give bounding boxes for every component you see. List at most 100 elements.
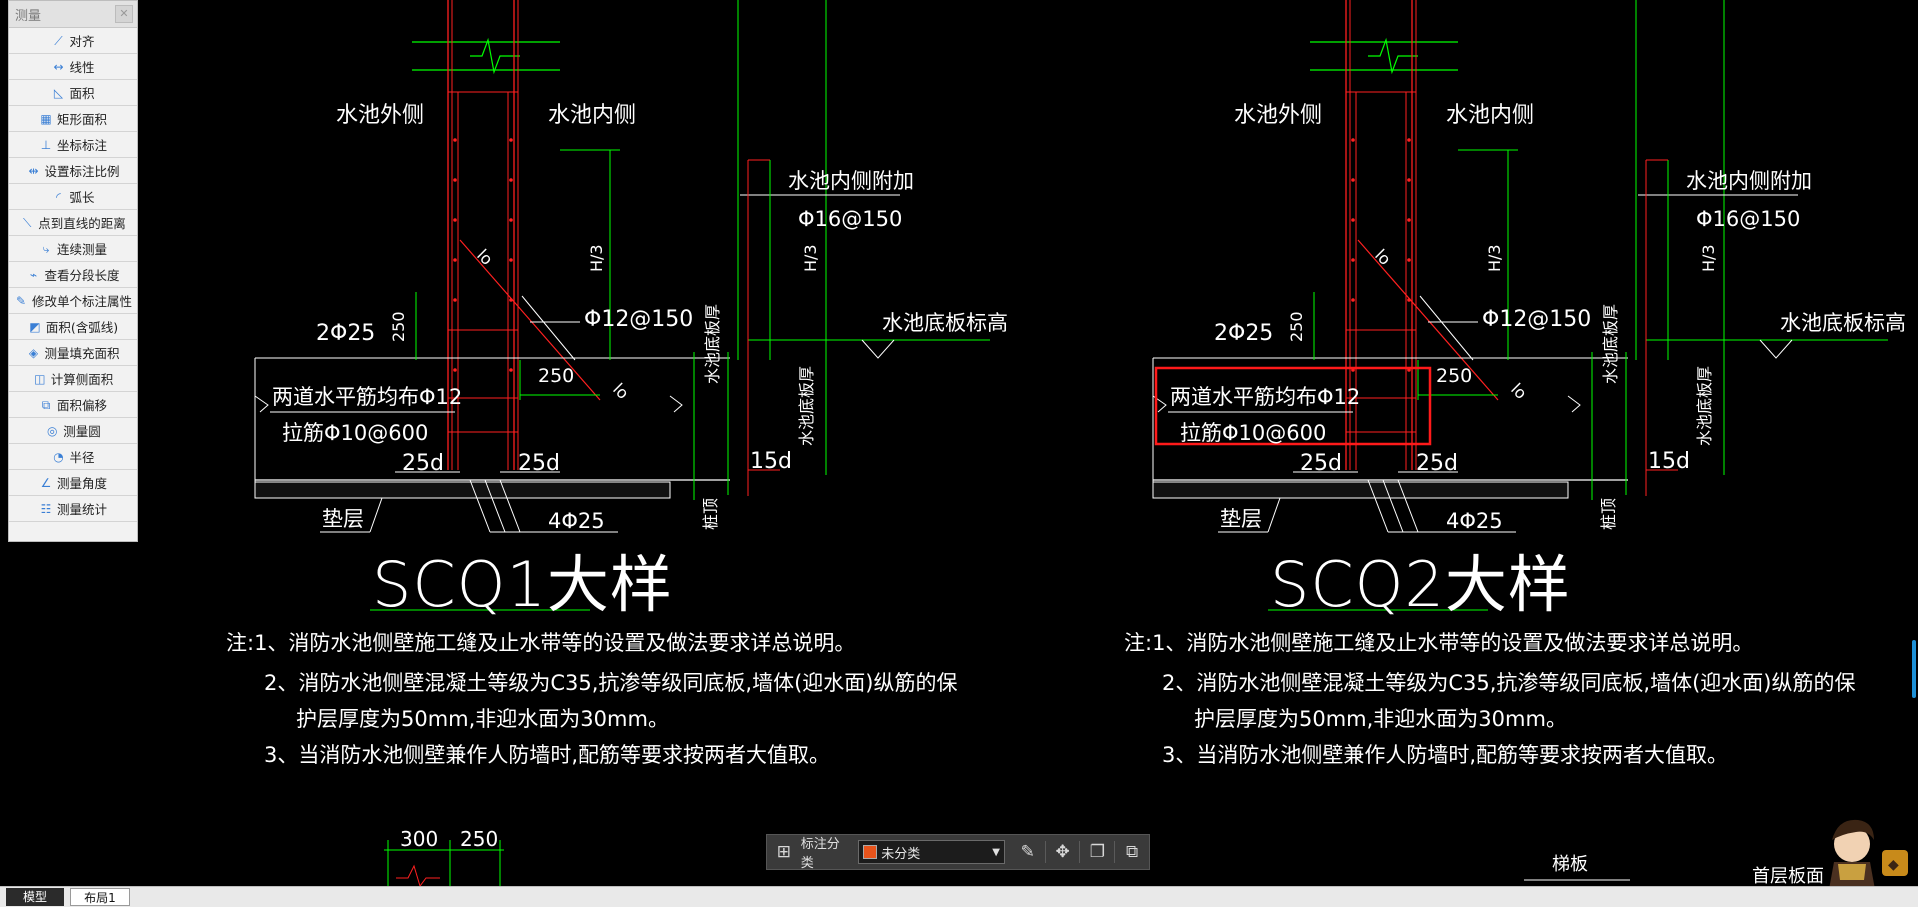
detail-scq2: 水池外侧 水池内侧 水池内侧附加 Φ16@150 H/3 H/3 水池底板标高 … <box>1124 0 1906 767</box>
tool-arc-length[interactable]: ◜弧长 <box>9 184 137 210</box>
right-rebar-2: 2Φ25 <box>1214 321 1273 346</box>
right-la-25d-1: 25d <box>1300 451 1342 476</box>
left-slab-thk-a: 水池底板厚 <box>703 304 722 384</box>
tab-model[interactable]: 模型 <box>6 888 64 906</box>
close-icon[interactable]: ✕ <box>115 5 133 23</box>
segment-length-icon: ⌁ <box>29 267 38 282</box>
tool-circle-measure[interactable]: ◎测量圆 <box>9 418 137 444</box>
tool-linear[interactable]: ↔线性 <box>9 54 137 80</box>
tool-coordinate[interactable]: ⊥坐标标注 <box>9 132 137 158</box>
tool-label: 测量圆 <box>63 424 101 439</box>
tool-label: 弧长 <box>69 190 95 205</box>
left-rebar-2: 2Φ25 <box>316 321 375 346</box>
annotation-category-select[interactable]: 未分类 ▼ <box>858 840 1005 864</box>
tool-arc-area[interactable]: ◩ 面积(含弧线) <box>9 314 137 340</box>
right-h3-a: H/3 <box>1485 244 1504 272</box>
left-extra-rebar: Φ16@150 <box>798 207 902 231</box>
left-horiz-rebar: 两道水平筋均布Φ12 <box>272 385 462 409</box>
tool-continuous-measure[interactable]: ⤷ 连续测量 <box>9 236 137 262</box>
edit-icon[interactable]: ✎ <box>1020 842 1035 862</box>
left-cushion: 垫层 <box>322 507 364 531</box>
area-icon: ◺ <box>53 85 64 100</box>
radius-icon: ◔ <box>53 449 64 464</box>
right-extra-label: 水池内侧附加 <box>1686 169 1812 193</box>
annotation-category-value: 未分类 <box>881 846 921 862</box>
tool-label: 面积(含弧线) <box>45 320 119 335</box>
left-extra-label: 水池内侧附加 <box>788 169 914 193</box>
toolbar-divider <box>1044 841 1046 863</box>
right-lo-2: lo <box>1507 379 1531 403</box>
bottom-stair-slab: 梯板 <box>1552 854 1588 875</box>
tool-statistics[interactable]: ☷测量统计 <box>9 496 137 522</box>
tool-label: 坐标标注 <box>56 138 107 153</box>
layout-tabbar: 模型 布局1 <box>0 886 1918 907</box>
left-lo-2: lo <box>609 379 633 403</box>
left-la-25d-2: 25d <box>518 451 560 476</box>
right-slab-thk-b: 水池底板厚 <box>1695 366 1714 446</box>
left-h3-a: H/3 <box>587 244 606 272</box>
right-la-25d-2: 25d <box>1416 451 1458 476</box>
right-rebar-4: 4Φ25 <box>1446 509 1503 533</box>
right-h3-b: H/3 <box>1699 244 1718 272</box>
tool-label: 测量填充面积 <box>44 346 120 361</box>
tool-scale[interactable]: ⇹设置标注比例 <box>9 158 137 184</box>
tool-edit-annotation[interactable]: ✎ 修改单个标注属性 <box>9 288 137 314</box>
left-dim-250-v: 250 <box>389 311 408 342</box>
svg-text:◆: ◆ <box>1888 857 1899 873</box>
tool-label: 连续测量 <box>56 242 107 257</box>
right-pile: 桩顶 <box>1599 498 1618 530</box>
tool-rect-area[interactable]: ▦矩形面积 <box>9 106 137 132</box>
tool-label: 测量角度 <box>56 476 107 491</box>
tool-label: 点到直线的距离 <box>38 216 126 231</box>
measure-panel-header[interactable]: 测量 ✕ <box>9 1 137 28</box>
left-outer-label: 水池外侧 <box>336 103 424 128</box>
highlight-box <box>1154 366 1432 446</box>
area-offset-icon: ⧉ <box>41 397 51 412</box>
tool-radius[interactable]: ◔半径 <box>9 444 137 470</box>
right-horiz-rebar: 两道水平筋均布Φ12 <box>1170 385 1360 409</box>
right-outer-label: 水池外侧 <box>1234 103 1322 128</box>
tool-label: 矩形面积 <box>56 112 107 127</box>
tool-label: 测量统计 <box>56 502 107 517</box>
fill-area-icon: ◈ <box>28 345 39 360</box>
grid-icon[interactable]: ⊞ <box>776 842 792 862</box>
edit-annotation-icon: ✎ <box>15 293 27 308</box>
left-tie-rebar: 拉筋Φ10@600 <box>282 421 428 445</box>
left-note-2: 2、消防水池侧壁混凝土等级为C35,抗渗等级同底板,墙体(迎水面)纵筋的保 <box>264 671 957 695</box>
right-detail-title: SCQ2大样 <box>1270 548 1571 621</box>
vertical-scrollbar[interactable] <box>1912 640 1916 698</box>
paste-icon[interactable]: ⧉ <box>1126 842 1139 862</box>
tool-area[interactable]: ◺ 面积 <box>9 80 137 106</box>
right-slab-thk-a: 水池底板厚 <box>1601 304 1620 384</box>
arc-area-icon: ◩ <box>29 319 41 334</box>
right-note-1: 注:1、消防水池侧壁施工缝及止水带等的设置及做法要求详总说明。 <box>1124 631 1753 655</box>
tool-point-line-distance[interactable]: ⟍点到直线的距离 <box>9 210 137 236</box>
tool-side-area[interactable]: ◫ 计算侧面积 <box>9 366 137 392</box>
left-pile: 桩顶 <box>701 498 720 530</box>
tool-label: 设置标注比例 <box>44 164 120 179</box>
side-area-icon: ◫ <box>34 371 46 386</box>
bottom-first-floor: 首层板面 <box>1752 866 1824 887</box>
continuous-measure-icon: ⤷ <box>42 241 50 256</box>
right-extra-rebar: Φ16@150 <box>1696 207 1800 231</box>
bottom-dim-250: 250 <box>460 827 498 851</box>
toolbar-divider <box>1114 841 1116 863</box>
left-bot-elev: 水池底板标高 <box>882 311 1008 335</box>
right-note-4: 3、当消防水池侧壁兼作人防墙时,配筋等要求按两者大值取。 <box>1162 743 1728 767</box>
left-detail-title: SCQ1大样 <box>372 548 673 621</box>
tool-angle[interactable]: ∠测量角度 <box>9 470 137 496</box>
copy-icon[interactable]: ❐ <box>1089 842 1105 862</box>
tool-fill-area[interactable]: ◈ 测量填充面积 <box>9 340 137 366</box>
right-dim-250-v: 250 <box>1287 311 1306 342</box>
tool-label: 面积 <box>69 86 95 101</box>
tool-area-offset[interactable]: ⧉面积偏移 <box>9 392 137 418</box>
tool-segment-length[interactable]: ⌁查看分段长度 <box>9 262 137 288</box>
left-h3-b: H/3 <box>801 244 820 272</box>
tool-label: 计算侧面积 <box>50 372 114 387</box>
tool-align[interactable]: ⟋对齐 <box>9 28 137 54</box>
left-note-1: 注:1、消防水池侧壁施工缝及止水带等的设置及做法要求详总说明。 <box>226 631 855 655</box>
tool-label: 修改单个标注属性 <box>31 294 132 309</box>
tab-layout1[interactable]: 布局1 <box>70 888 130 906</box>
move-icon[interactable]: ✥ <box>1055 842 1070 862</box>
